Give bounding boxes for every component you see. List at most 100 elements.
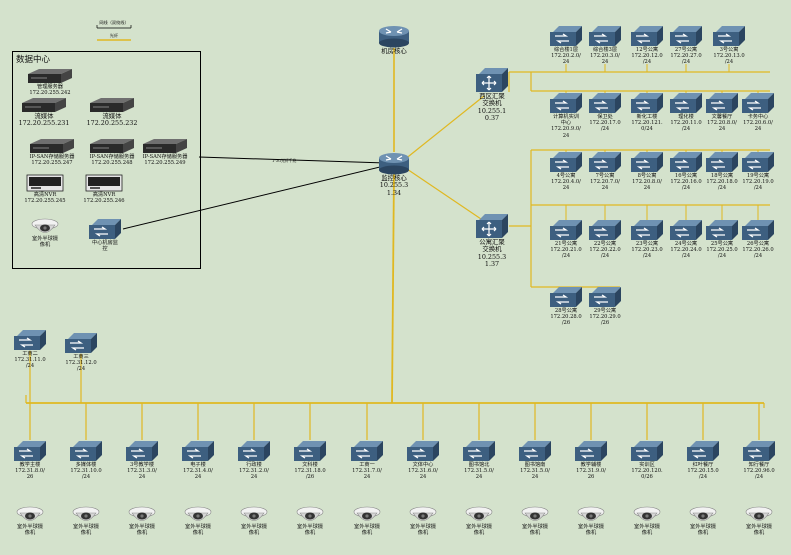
node-w10: 文馨餐厅 172.20.8.0/ 24 — [692, 92, 752, 133]
copper-center-link — [122, 165, 385, 230]
node-label: 流媒体 172.20.255.231 — [18, 112, 70, 128]
node-label: 23号公寓 172.20.23.0 /24 — [631, 241, 663, 260]
node-label: 中心机房监 控 — [92, 240, 118, 253]
node-label: IP-SAN存储服务器 172.20.255.248 — [89, 154, 135, 167]
node-label: 公寓汇聚 交换机 10.255.3 1.37 — [477, 238, 507, 269]
switch-icon — [462, 213, 522, 239]
node-b11: 教学辅楼 172.31.9.0/ 26 — [561, 440, 621, 481]
node-stream1: 流媒体 172.20.255.231 — [14, 97, 74, 128]
switch-icon — [575, 92, 635, 114]
switch-icon — [449, 440, 509, 462]
node-w9: 理化楼 172.20.11.0 /24 — [656, 92, 716, 133]
node-w11: 卡务中心 172.20.6.0/ 24 — [728, 92, 788, 133]
switch-icon — [0, 329, 60, 351]
server-icon — [22, 138, 82, 154]
node-label: 电子楼 172.31.4.0/ 24 — [183, 462, 213, 481]
node-a2: 7号公寓 172.20.7.0/ 24 — [575, 151, 635, 192]
node-a11: 25号公寓 172.20.25.0 /24 — [692, 219, 752, 260]
node-label: 高清NVR 172.20.255.246 — [83, 192, 125, 205]
node-label: 文馨餐厅 172.20.8.0/ 24 — [707, 114, 737, 133]
node-a8: 22号公寓 172.20.22.0 /24 — [575, 219, 635, 260]
node-dc-camera: 室外半球摄 像机 — [15, 216, 75, 248]
router-icon — [364, 24, 424, 48]
dome-camera-icon — [449, 504, 509, 524]
camera-label: 室外半球摄 像机 — [522, 524, 548, 537]
node-b3: 3号教学楼 172.31.3.0/ 24 — [112, 440, 172, 481]
node-nvr1: 高清NVR 172.20.255.245 — [15, 174, 75, 204]
node-label: 理化楼 172.20.11.0 /24 — [670, 114, 702, 133]
switch-icon — [617, 440, 677, 462]
camera-label: 室外半球摄 像机 — [73, 524, 99, 537]
server-icon — [135, 138, 195, 154]
dome-camera-icon — [168, 504, 228, 524]
camera-13: 室外半球摄 像机 — [673, 504, 733, 536]
dome-camera-icon — [112, 504, 172, 524]
switch-icon — [656, 219, 716, 241]
node-label: 3号公寓 172.20.13.0 /24 — [713, 47, 745, 66]
switch-icon — [692, 151, 752, 173]
camera-label: 室外半球摄 像机 — [297, 524, 323, 537]
camera-3: 室外半球摄 像机 — [112, 504, 172, 536]
camera-label: 室外半球摄 像机 — [129, 524, 155, 537]
server-icon — [20, 68, 80, 84]
dome-camera-icon — [0, 504, 60, 524]
camera-label: 室外半球摄 像机 — [185, 524, 211, 537]
datacenter-title: 数据中心 — [16, 55, 51, 65]
node-label: 16号公寓 172.20.16.0 /24 — [670, 173, 702, 192]
node-b7: 工商一 172.31.7.0/ 24 — [337, 440, 397, 481]
node-label: 21号公寓 172.20.21.0 /24 — [550, 241, 582, 260]
node-label: 教学主楼 172.31.8.0/ 26 — [15, 462, 45, 481]
camera-8: 室外半球摄 像机 — [393, 504, 453, 536]
switch-icon — [575, 286, 635, 308]
node-label: 红叶餐厅 172.20.15.0 /24 — [687, 462, 719, 481]
router-icon — [364, 151, 424, 175]
camera-6: 室外半球摄 像机 — [280, 504, 340, 536]
node-mgmt-server: 管理服务器 172.20.255.242 — [20, 68, 80, 96]
node-a6: 19号公寓 172.20.19.0 /24 — [728, 151, 788, 192]
switch-icon — [699, 25, 759, 47]
camera-4: 室外半球摄 像机 — [168, 504, 228, 536]
node-label: 机房核心 — [381, 47, 407, 55]
switch-icon — [617, 219, 677, 241]
node-b12: 实训区 172.20.120. 0/26 — [617, 440, 677, 481]
node-b10: 图书馆南 172.31.5.0/ 24 — [505, 440, 565, 481]
switch-icon — [617, 25, 677, 47]
switch-icon — [536, 286, 596, 308]
node-w3: 12号公寓 172.20.12.0 /24 — [617, 25, 677, 66]
node-a1: 4号公寓 172.20.4.0/ 24 — [536, 151, 596, 192]
camera-12: 室外半球摄 像机 — [617, 504, 677, 536]
node-label: 新化工楼 172.20.121. 0/24 — [631, 114, 663, 133]
node-a13: 28号公寓 172.20.28.0 /26 — [536, 286, 596, 327]
switch-icon — [56, 440, 116, 462]
node-label: IP-SAN存储服务器 172.20.255.249 — [142, 154, 188, 167]
node-storage3: IP-SAN存储服务器 172.20.255.249 — [135, 138, 195, 166]
node-center-sw: 中心机房监 控 — [75, 218, 135, 252]
node-label: 工商二 172.31.11.0 /24 — [14, 351, 46, 370]
server-icon — [82, 97, 142, 113]
node-west-agg: 西区汇聚 交换机 10.255.1 0.37 — [462, 67, 522, 123]
link-label: 1-3G光纤千兆 — [272, 158, 297, 163]
dome-camera-icon — [505, 504, 565, 524]
camera-label: 室外半球摄 像机 — [354, 524, 380, 537]
switch-icon — [575, 219, 635, 241]
switch-icon — [0, 440, 60, 462]
camera-label: 室外半球摄 像机 — [241, 524, 267, 537]
node-nvr2: 高清NVR 172.20.255.246 — [74, 174, 134, 204]
node-label: 室外半球摄 像机 — [32, 236, 58, 249]
node-monitor-core: 监控核心 10.255.3 1.34 — [364, 151, 424, 197]
switch-icon — [561, 440, 621, 462]
switch-icon — [75, 218, 135, 240]
camera-5: 室外半球摄 像机 — [224, 504, 284, 536]
camera-label: 室外半球摄 像机 — [410, 524, 436, 537]
dome-camera-icon — [561, 504, 621, 524]
node-b4: 电子楼 172.31.4.0/ 24 — [168, 440, 228, 481]
node-w6: 计算机实训 中心 172.20.9.0/ 24 — [536, 92, 596, 139]
node-label: 24号公寓 172.20.24.0 /24 — [670, 241, 702, 260]
legend: 网线（双绞线） 光纤 — [94, 20, 134, 42]
node-label: 8号公寓 172.20.8.0/ 24 — [632, 173, 662, 192]
node-b9: 图书馆北 172.31.5.0/ 24 — [449, 440, 509, 481]
switch-icon — [656, 151, 716, 173]
node-label: 22号公寓 172.20.22.0 /24 — [589, 241, 621, 260]
camera-label: 室外半球摄 像机 — [578, 524, 604, 537]
